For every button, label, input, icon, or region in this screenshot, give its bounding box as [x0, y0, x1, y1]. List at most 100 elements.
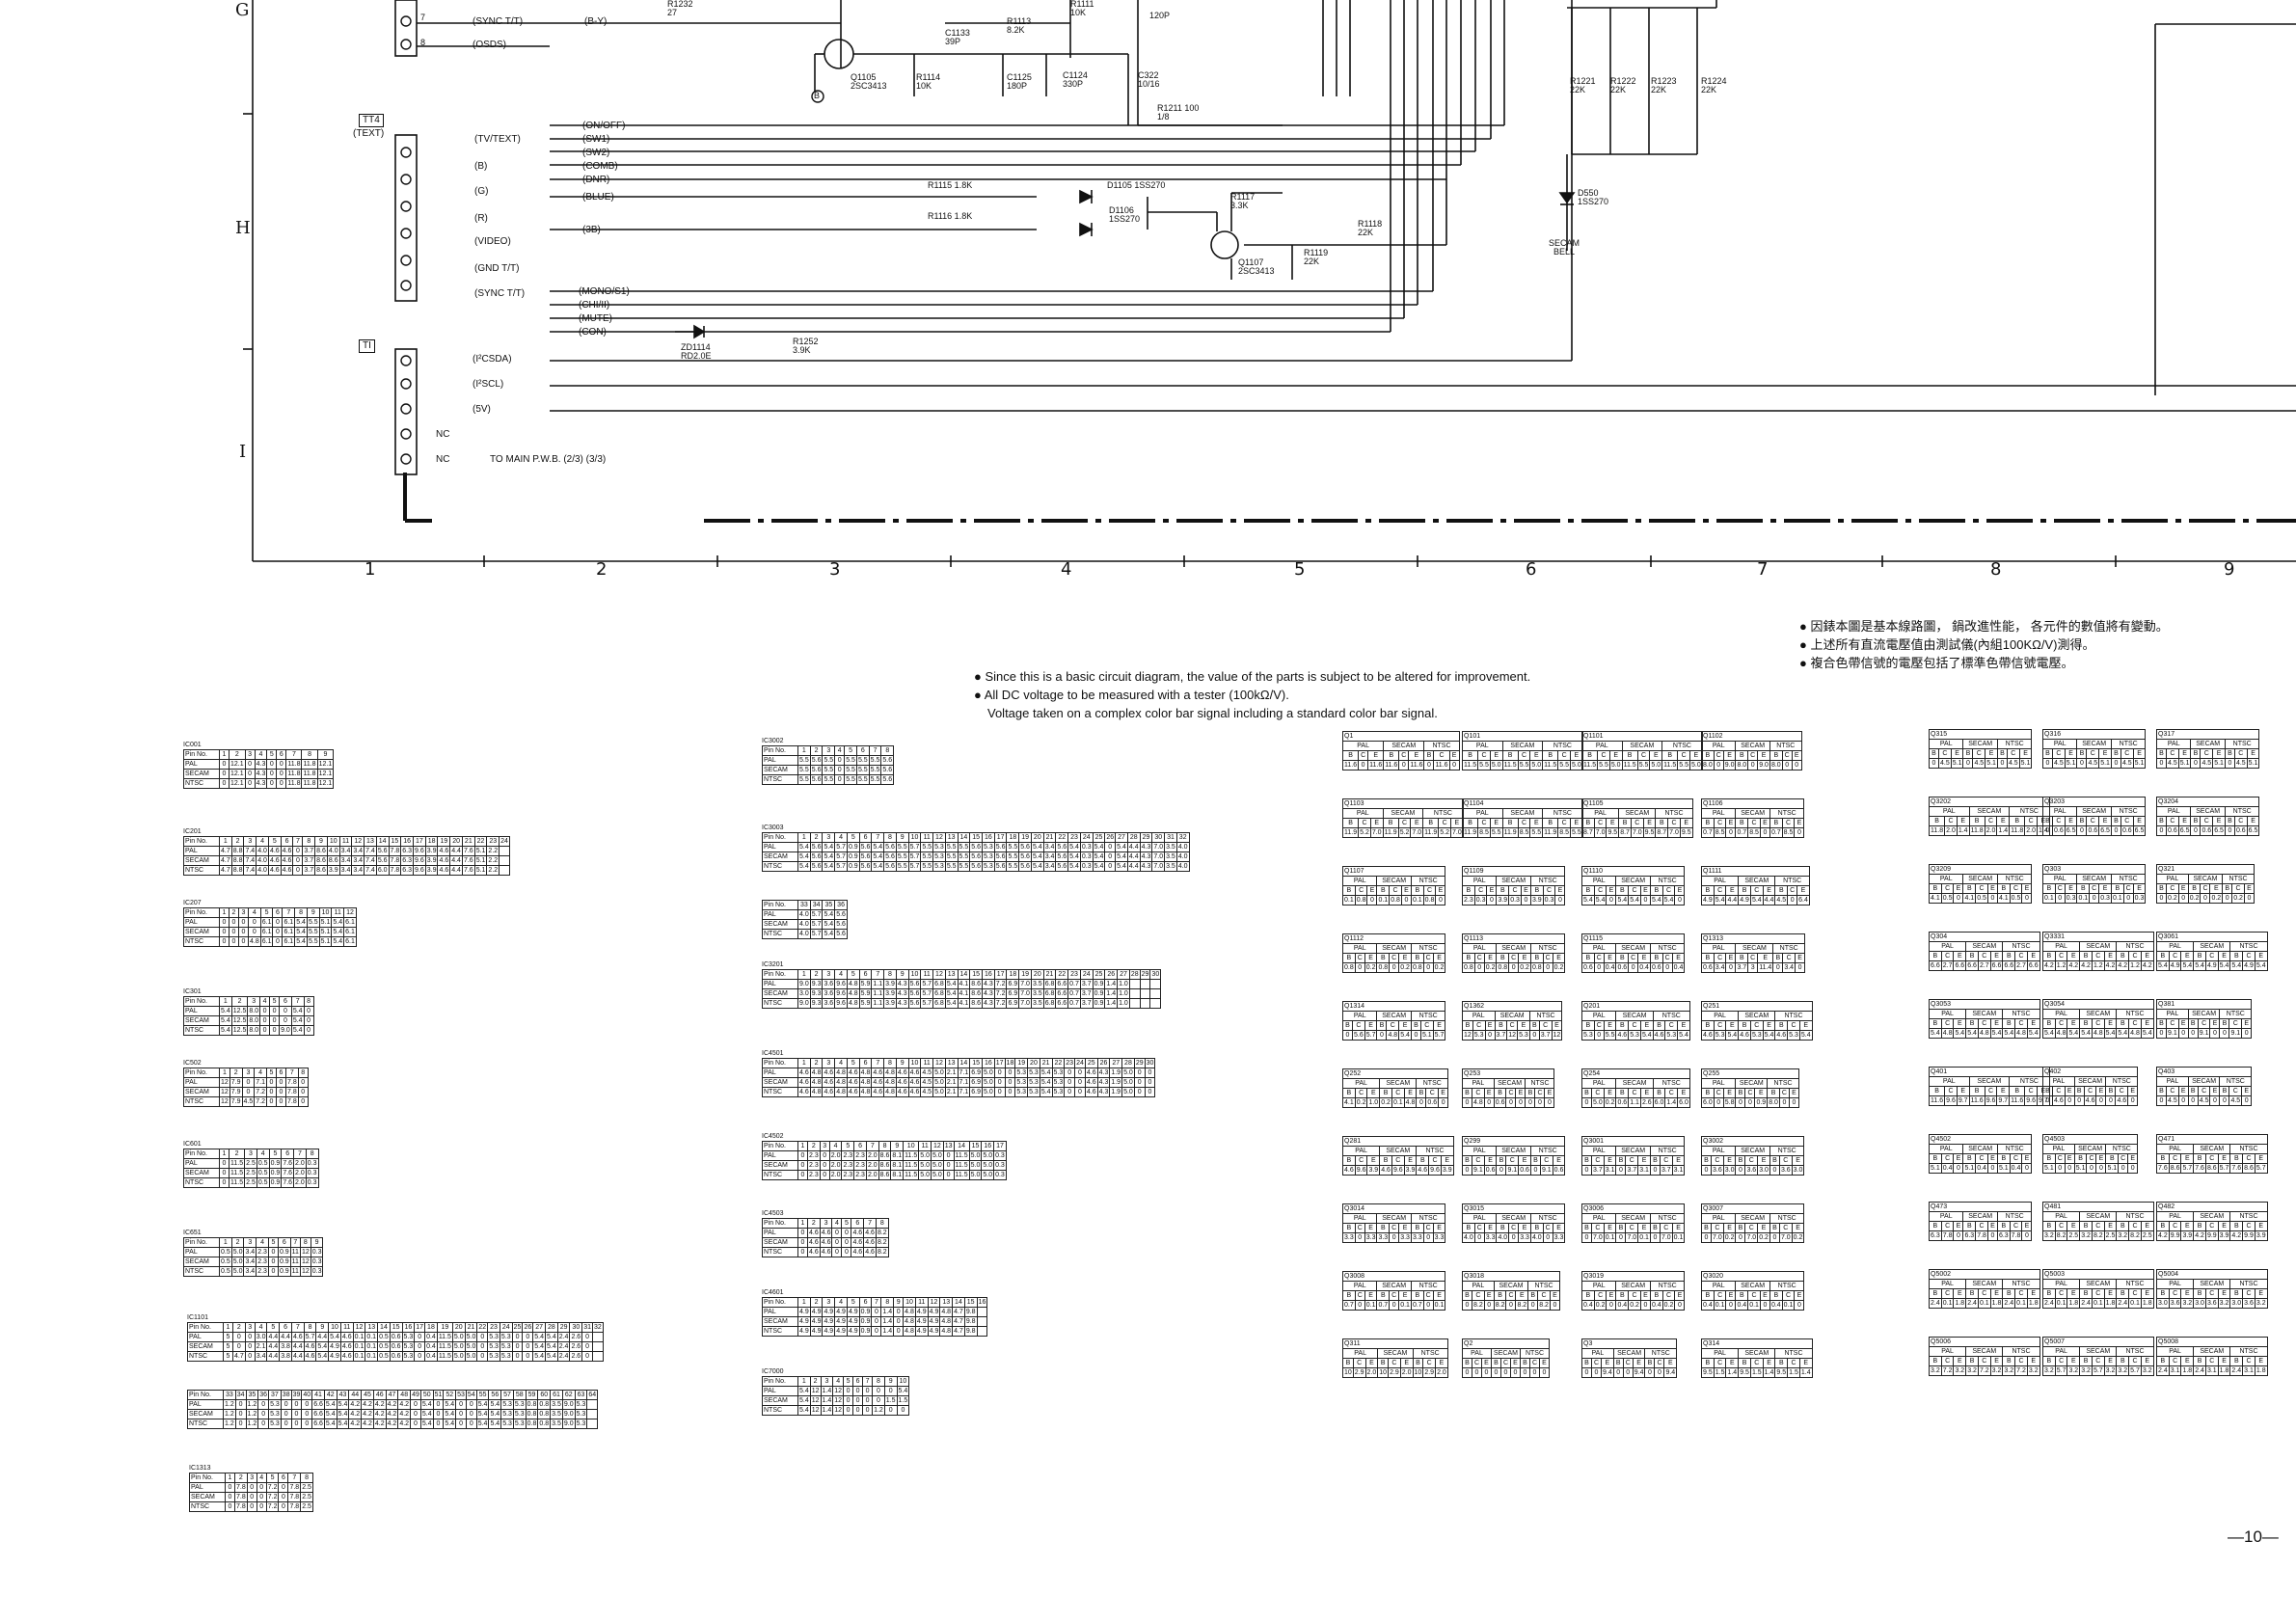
voltage-cell: 5.4	[2156, 960, 2170, 971]
voltage-cell: 4.6	[1615, 1030, 1630, 1041]
pin-number-cell: 59	[525, 1390, 539, 1400]
voltage-cell: 5.6	[880, 765, 895, 775]
voltage-cell: 5.7	[2180, 1163, 2195, 1174]
voltage-cell: 0.2	[2209, 893, 2224, 904]
terminal-header-cell: C	[2009, 1153, 2023, 1164]
terminal-header-cell: E	[1601, 1358, 1614, 1368]
terminal-header-cell: E	[2026, 1356, 2040, 1366]
pin-number-cell: 25	[511, 1322, 524, 1333]
terminal-header-cell: E	[1674, 885, 1686, 896]
transistor-name-cell: Q2	[1462, 1338, 1550, 1349]
voltage-cell: 0	[219, 1168, 230, 1178]
voltage-cell: 2.4	[556, 1332, 571, 1342]
terminal-header-cell: B	[1701, 1155, 1712, 1166]
pin-number-cell: 38	[280, 1390, 292, 1400]
voltage-cell: 4.7	[952, 1326, 965, 1337]
voltage-cell: 4.2	[385, 1409, 399, 1419]
voltage-cell: 0	[234, 1419, 247, 1429]
terminal-header-cell: B	[1416, 1155, 1430, 1166]
voltage-cell: 5.0	[1591, 1097, 1605, 1108]
terminal-header-cell: B	[1462, 1088, 1472, 1098]
terminal-header-cell: E	[1366, 885, 1378, 896]
voltage-cell: 5.4	[1067, 852, 1081, 862]
voltage-cell: 5.6	[993, 861, 1008, 872]
mode-header-cell: PAL	[1462, 1348, 1492, 1359]
voltage-cell: 11.6	[1928, 1095, 1946, 1106]
mode-header-cell: NTSC	[2110, 806, 2147, 817]
voltage-cell: 11.5	[953, 1150, 970, 1161]
pin-number-cell: 4	[256, 1149, 270, 1159]
terminal-header-cell: E	[1953, 883, 1964, 894]
voltage-cell: 5.4	[1092, 861, 1106, 872]
pin-number-cell: 3	[246, 1473, 257, 1483]
mode-label-cell: PAL	[762, 1307, 798, 1317]
terminal-header-cell: C	[2054, 951, 2068, 961]
mode-header-cell: NTSC	[1769, 808, 1805, 819]
mode-header-cell: SECAM	[1962, 1144, 1998, 1154]
voltage-cell: 4.6	[1738, 1030, 1751, 1041]
terminal-header-cell: B	[1962, 1153, 1977, 1164]
voltage-cell: 7.9	[229, 1087, 243, 1097]
voltage-cell: 5.3	[500, 1409, 514, 1419]
voltage-cell: 9.6	[834, 988, 848, 999]
voltage-cell: 0.9	[1092, 998, 1106, 1009]
mode-header-cell: NTSC	[2002, 941, 2040, 952]
voltage-cell: 5.4	[1639, 1030, 1654, 1041]
voltage-cell: 0	[1725, 827, 1737, 838]
voltage-cell: 4.3	[1096, 1068, 1111, 1078]
transistor-name-cell: Q3014	[1341, 1203, 1446, 1214]
voltage-cell: 0	[279, 1006, 292, 1016]
voltage-cell: 5.3	[932, 842, 946, 852]
pin-number-cell: 6	[858, 1297, 873, 1308]
voltage-cell: 0	[1520, 895, 1531, 906]
terminal-header-cell: E	[2140, 1288, 2154, 1299]
voltage-cell: 5.6	[834, 909, 848, 920]
voltage-cell: 5.4	[797, 1395, 811, 1406]
voltage-cell: 4.6	[2115, 1095, 2129, 1106]
pin-number-cell: 13	[944, 832, 959, 843]
mode-header-cell: SECAM	[1376, 943, 1412, 954]
grid-col-8: 8	[1990, 559, 2002, 580]
terminal-header-cell: B	[2110, 883, 2124, 894]
voltage-cell: 0	[797, 1237, 808, 1248]
terminal-header-cell: B	[2156, 816, 2167, 826]
mode-label-cell: PAL	[762, 755, 798, 766]
voltage-cell: 5.3	[574, 1419, 588, 1429]
pin-number-cell: 17	[413, 836, 426, 847]
voltage-cell: 0	[2095, 1163, 2107, 1174]
voltage-cell: 3.4	[243, 1247, 257, 1257]
voltage-cell: 11	[289, 1257, 301, 1267]
voltage-cell: 5.4	[294, 927, 308, 937]
voltage-cell	[586, 1399, 599, 1410]
terminal-header-cell: E	[1953, 1221, 1964, 1231]
voltage-cell: 4.4	[449, 846, 463, 856]
terminal-header-cell: C	[1354, 1155, 1368, 1166]
transistor-name-cell: Q3015	[1461, 1203, 1566, 1214]
voltage-cell: 5.3	[1027, 1077, 1040, 1088]
terminal-header-cell: C	[1354, 953, 1365, 963]
voltage-cell: 0.2	[1354, 1097, 1368, 1108]
pin-header-cell: Pin No.	[183, 836, 220, 847]
mode-header-cell: PAL	[1461, 943, 1498, 954]
pin-header-cell: Pin No.	[762, 1141, 798, 1151]
pin-number-cell: 2	[228, 1149, 246, 1159]
voltage-cell: 5.7	[920, 998, 934, 1009]
voltage-cell: 3.6	[1744, 1165, 1759, 1176]
voltage-cell: 5.5	[920, 852, 934, 862]
signal-i2c-scl: (I²SCL)	[473, 379, 504, 390]
voltage-cell: 0.1	[2076, 893, 2091, 904]
voltage-cell: 4.8	[1472, 1097, 1485, 1108]
terminal-header-cell: C	[2168, 1153, 2182, 1164]
voltage-cell: 12	[809, 1395, 822, 1406]
voltage-cell: 4.6	[1084, 1077, 1098, 1088]
voltage-cell: 4.6	[1084, 1087, 1098, 1097]
